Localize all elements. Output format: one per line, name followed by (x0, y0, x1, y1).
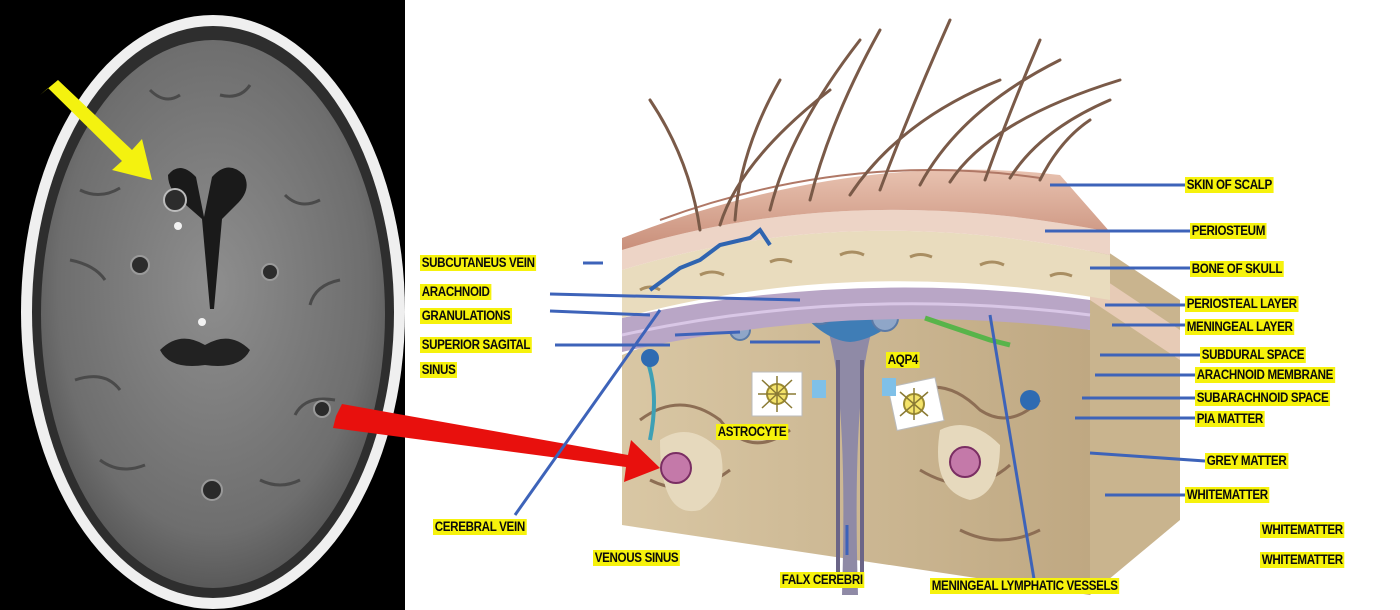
label-venous-sinus: VENOUS SINUS (593, 550, 680, 566)
red-arrow (333, 404, 660, 482)
label-cerebral-vein: CEREBRAL VEIN (433, 519, 527, 535)
label-whitematter-1: WHITEMATTER (1185, 487, 1270, 503)
label-whitematter-2: WHITEMATTER (1260, 522, 1345, 538)
label-grey-matter: GREY MATTER (1205, 453, 1288, 469)
label-superior-sagital: SUPERIOR SAGITAL (420, 337, 532, 353)
label-astrocyte: ASTROCYTE (716, 424, 788, 440)
label-arachnoid: ARACHNOID (420, 284, 491, 300)
label-subcutaneus-vein: SUBCUTANEUS VEIN (420, 255, 536, 271)
label-granulations: GRANULATIONS (420, 308, 512, 324)
label-bone-of-skull: BONE OF SKULL (1190, 261, 1284, 277)
label-arachnoid-membrane: ARACHNOID MEMBRANE (1195, 367, 1335, 383)
label-pia-matter: PIA MATTER (1195, 411, 1265, 427)
label-periosteal-layer: PERIOSTEAL LAYER (1185, 296, 1298, 312)
neuron-cell (661, 453, 691, 483)
label-meningeal-layer: MENINGEAL LAYER (1185, 319, 1294, 335)
label-subdural-space: SUBDURAL SPACE (1200, 347, 1306, 363)
label-skin-of-scalp: SKIN OF SCALP (1185, 177, 1274, 193)
label-aqp4: AQP4 (886, 352, 920, 368)
label-falx-cerebri: FALX CEREBRI (780, 572, 864, 588)
label-whitematter-3: WHITEMATTER (1260, 552, 1345, 568)
label-subarachnoid-space: SUBARACHNOID SPACE (1195, 390, 1330, 406)
label-sinus: SINUS (420, 362, 457, 378)
label-periosteum: PERIOSTEUM (1190, 223, 1267, 239)
neuron-cell-right (950, 447, 980, 477)
label-meningeal-lymphatic-vessels: MENINGEAL LYMPHATIC VESSELS (930, 578, 1119, 594)
